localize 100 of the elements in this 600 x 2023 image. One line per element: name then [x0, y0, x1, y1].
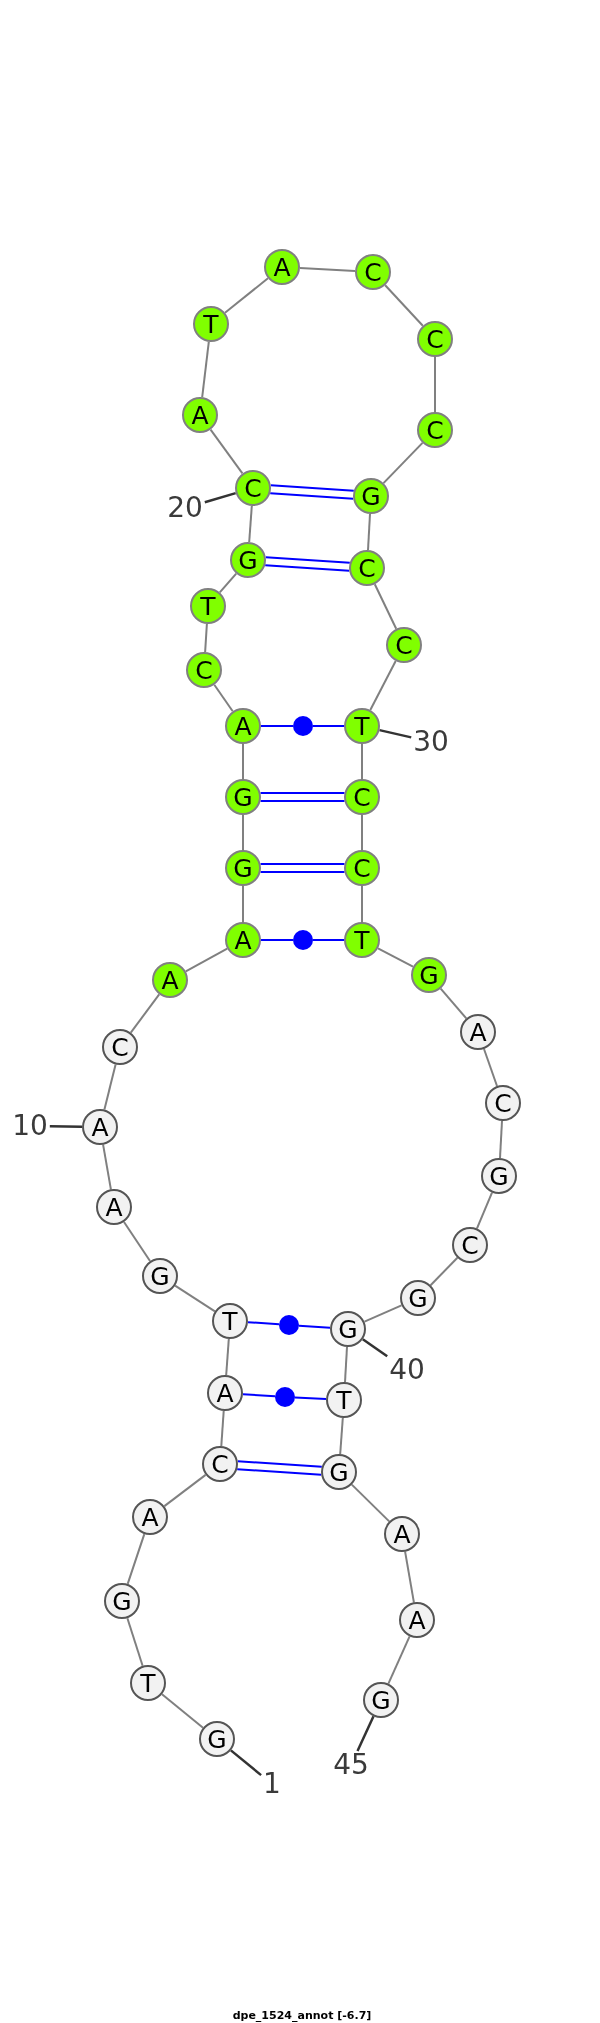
- backbone-line: [213, 683, 234, 713]
- nucleotide: G: [363, 1682, 399, 1718]
- leader-line: [204, 491, 237, 504]
- backbone-line: [369, 660, 397, 711]
- backbone-line: [299, 267, 356, 272]
- backbone-line: [248, 505, 253, 543]
- backbone-line: [339, 1417, 344, 1455]
- backbone-line: [174, 1284, 216, 1313]
- backbone-line: [476, 1191, 493, 1230]
- nucleotide: C: [386, 627, 422, 663]
- backbone-line: [483, 1048, 498, 1087]
- nucleotide: T: [193, 306, 229, 342]
- nucleotide: C: [355, 254, 391, 290]
- nucleotide: T: [326, 1382, 362, 1418]
- backbone-line: [361, 814, 363, 851]
- nucleotide: G: [199, 1721, 235, 1757]
- nucleotide: A: [225, 708, 261, 744]
- nucleotide: A: [82, 1109, 118, 1145]
- nucleotide: A: [152, 962, 188, 998]
- nucleotide: G: [411, 957, 447, 993]
- nucleotide: T: [212, 1303, 248, 1339]
- nucleotide: C: [417, 321, 453, 357]
- backbone-line: [184, 947, 229, 973]
- nucleotide: A: [264, 249, 300, 285]
- nucleotide: C: [186, 652, 222, 688]
- backbone-line: [224, 277, 269, 314]
- position-number: 40: [387, 1356, 427, 1384]
- backbone-line: [242, 814, 244, 851]
- backbone-line: [242, 885, 244, 923]
- backbone-line: [350, 1483, 391, 1523]
- backbone-line: [367, 513, 371, 551]
- backbone-line: [129, 993, 161, 1034]
- nucleotide: G: [481, 1158, 517, 1194]
- leader-line: [230, 1749, 262, 1777]
- base-pair-line: [260, 939, 294, 941]
- base-pair-line: [269, 484, 355, 500]
- position-number: 10: [10, 1112, 50, 1140]
- backbone-line: [220, 1410, 225, 1447]
- nucleotide: A: [182, 397, 218, 433]
- backbone-line: [404, 1550, 415, 1604]
- nucleotide: C: [102, 1029, 138, 1065]
- base-pair-line: [260, 725, 294, 727]
- base-pair-line: [294, 1396, 327, 1401]
- leader-line: [362, 1338, 388, 1358]
- nucleotide: G: [142, 1258, 178, 1294]
- leader-line: [356, 1715, 375, 1752]
- nucleotide: T: [344, 708, 380, 744]
- base-pair-line: [312, 725, 345, 727]
- base-pair-line: [312, 939, 345, 941]
- base-pair-line: [236, 1460, 323, 1476]
- backbone-line: [103, 1063, 117, 1111]
- nucleotide: A: [207, 1375, 243, 1411]
- backbone-line: [225, 1338, 230, 1376]
- base-pair-line: [247, 1321, 280, 1326]
- base-pair-line: [242, 1393, 276, 1398]
- nucleotide: C: [344, 850, 380, 886]
- backbone-line: [382, 441, 424, 485]
- nucleotide: A: [96, 1189, 132, 1225]
- position-number: 1: [261, 1770, 283, 1798]
- nucleotide: G: [400, 1280, 436, 1316]
- nucleotide: T: [344, 922, 380, 958]
- backbone-line: [387, 1635, 411, 1685]
- base-pair-line: [264, 556, 351, 572]
- nucleotide: G: [225, 779, 261, 815]
- nucleotide: A: [225, 922, 261, 958]
- backbone-line: [434, 356, 436, 413]
- nucleotide: G: [353, 478, 389, 514]
- nucleotide: G: [330, 1311, 366, 1347]
- backbone-line: [384, 284, 424, 327]
- position-number: 20: [165, 494, 205, 522]
- base-pair-dot: [293, 930, 313, 950]
- backbone-line: [161, 1693, 204, 1729]
- nucleotide: A: [384, 1516, 420, 1552]
- nucleotide: A: [132, 1499, 168, 1535]
- nucleotide: C: [485, 1085, 521, 1121]
- backbone-line: [123, 1221, 151, 1262]
- nucleotide: C: [344, 779, 380, 815]
- backbone-line: [209, 428, 244, 475]
- base-pair-line: [259, 863, 346, 873]
- backbone-line: [242, 743, 244, 780]
- backbone-line: [126, 1533, 146, 1585]
- base-pair-dot: [293, 716, 313, 736]
- nucleotide: T: [190, 588, 226, 624]
- backbone-line: [218, 572, 238, 594]
- backbone-line: [344, 1346, 348, 1383]
- nucleotide: C: [202, 1446, 238, 1482]
- backbone-line: [373, 583, 398, 630]
- nucleotide: G: [225, 850, 261, 886]
- backbone-line: [126, 1617, 144, 1667]
- nucleotide: G: [230, 542, 266, 578]
- base-pair-dot: [279, 1315, 299, 1335]
- nucleotide: G: [321, 1454, 357, 1490]
- nucleotide: A: [460, 1014, 496, 1050]
- caption: dpe_1524_annot [-6.7]: [232, 2009, 372, 2022]
- position-number: 45: [331, 1751, 371, 1779]
- leader-line: [49, 1125, 82, 1128]
- base-pair-line: [298, 1324, 331, 1329]
- backbone-line: [204, 623, 208, 653]
- backbone-line: [363, 1304, 403, 1323]
- nucleotide: A: [399, 1602, 435, 1638]
